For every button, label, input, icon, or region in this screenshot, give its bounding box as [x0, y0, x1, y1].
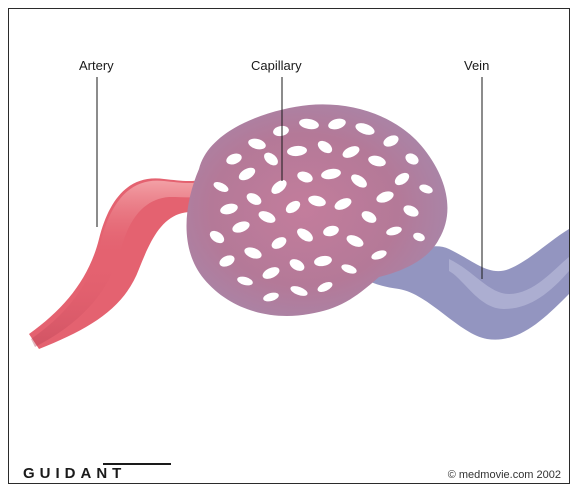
- artery-label: Artery: [79, 58, 114, 73]
- guidant-logo: GUIDANT: [23, 465, 126, 482]
- diagram-frame: Artery Capillary Vein GUIDANT © medmovie…: [8, 8, 570, 484]
- capillary-label: Capillary: [251, 58, 302, 73]
- blood-vessel-illustration: [9, 9, 569, 483]
- copyright-notice: © medmovie.com 2002: [448, 469, 561, 481]
- vein-label: Vein: [464, 58, 489, 73]
